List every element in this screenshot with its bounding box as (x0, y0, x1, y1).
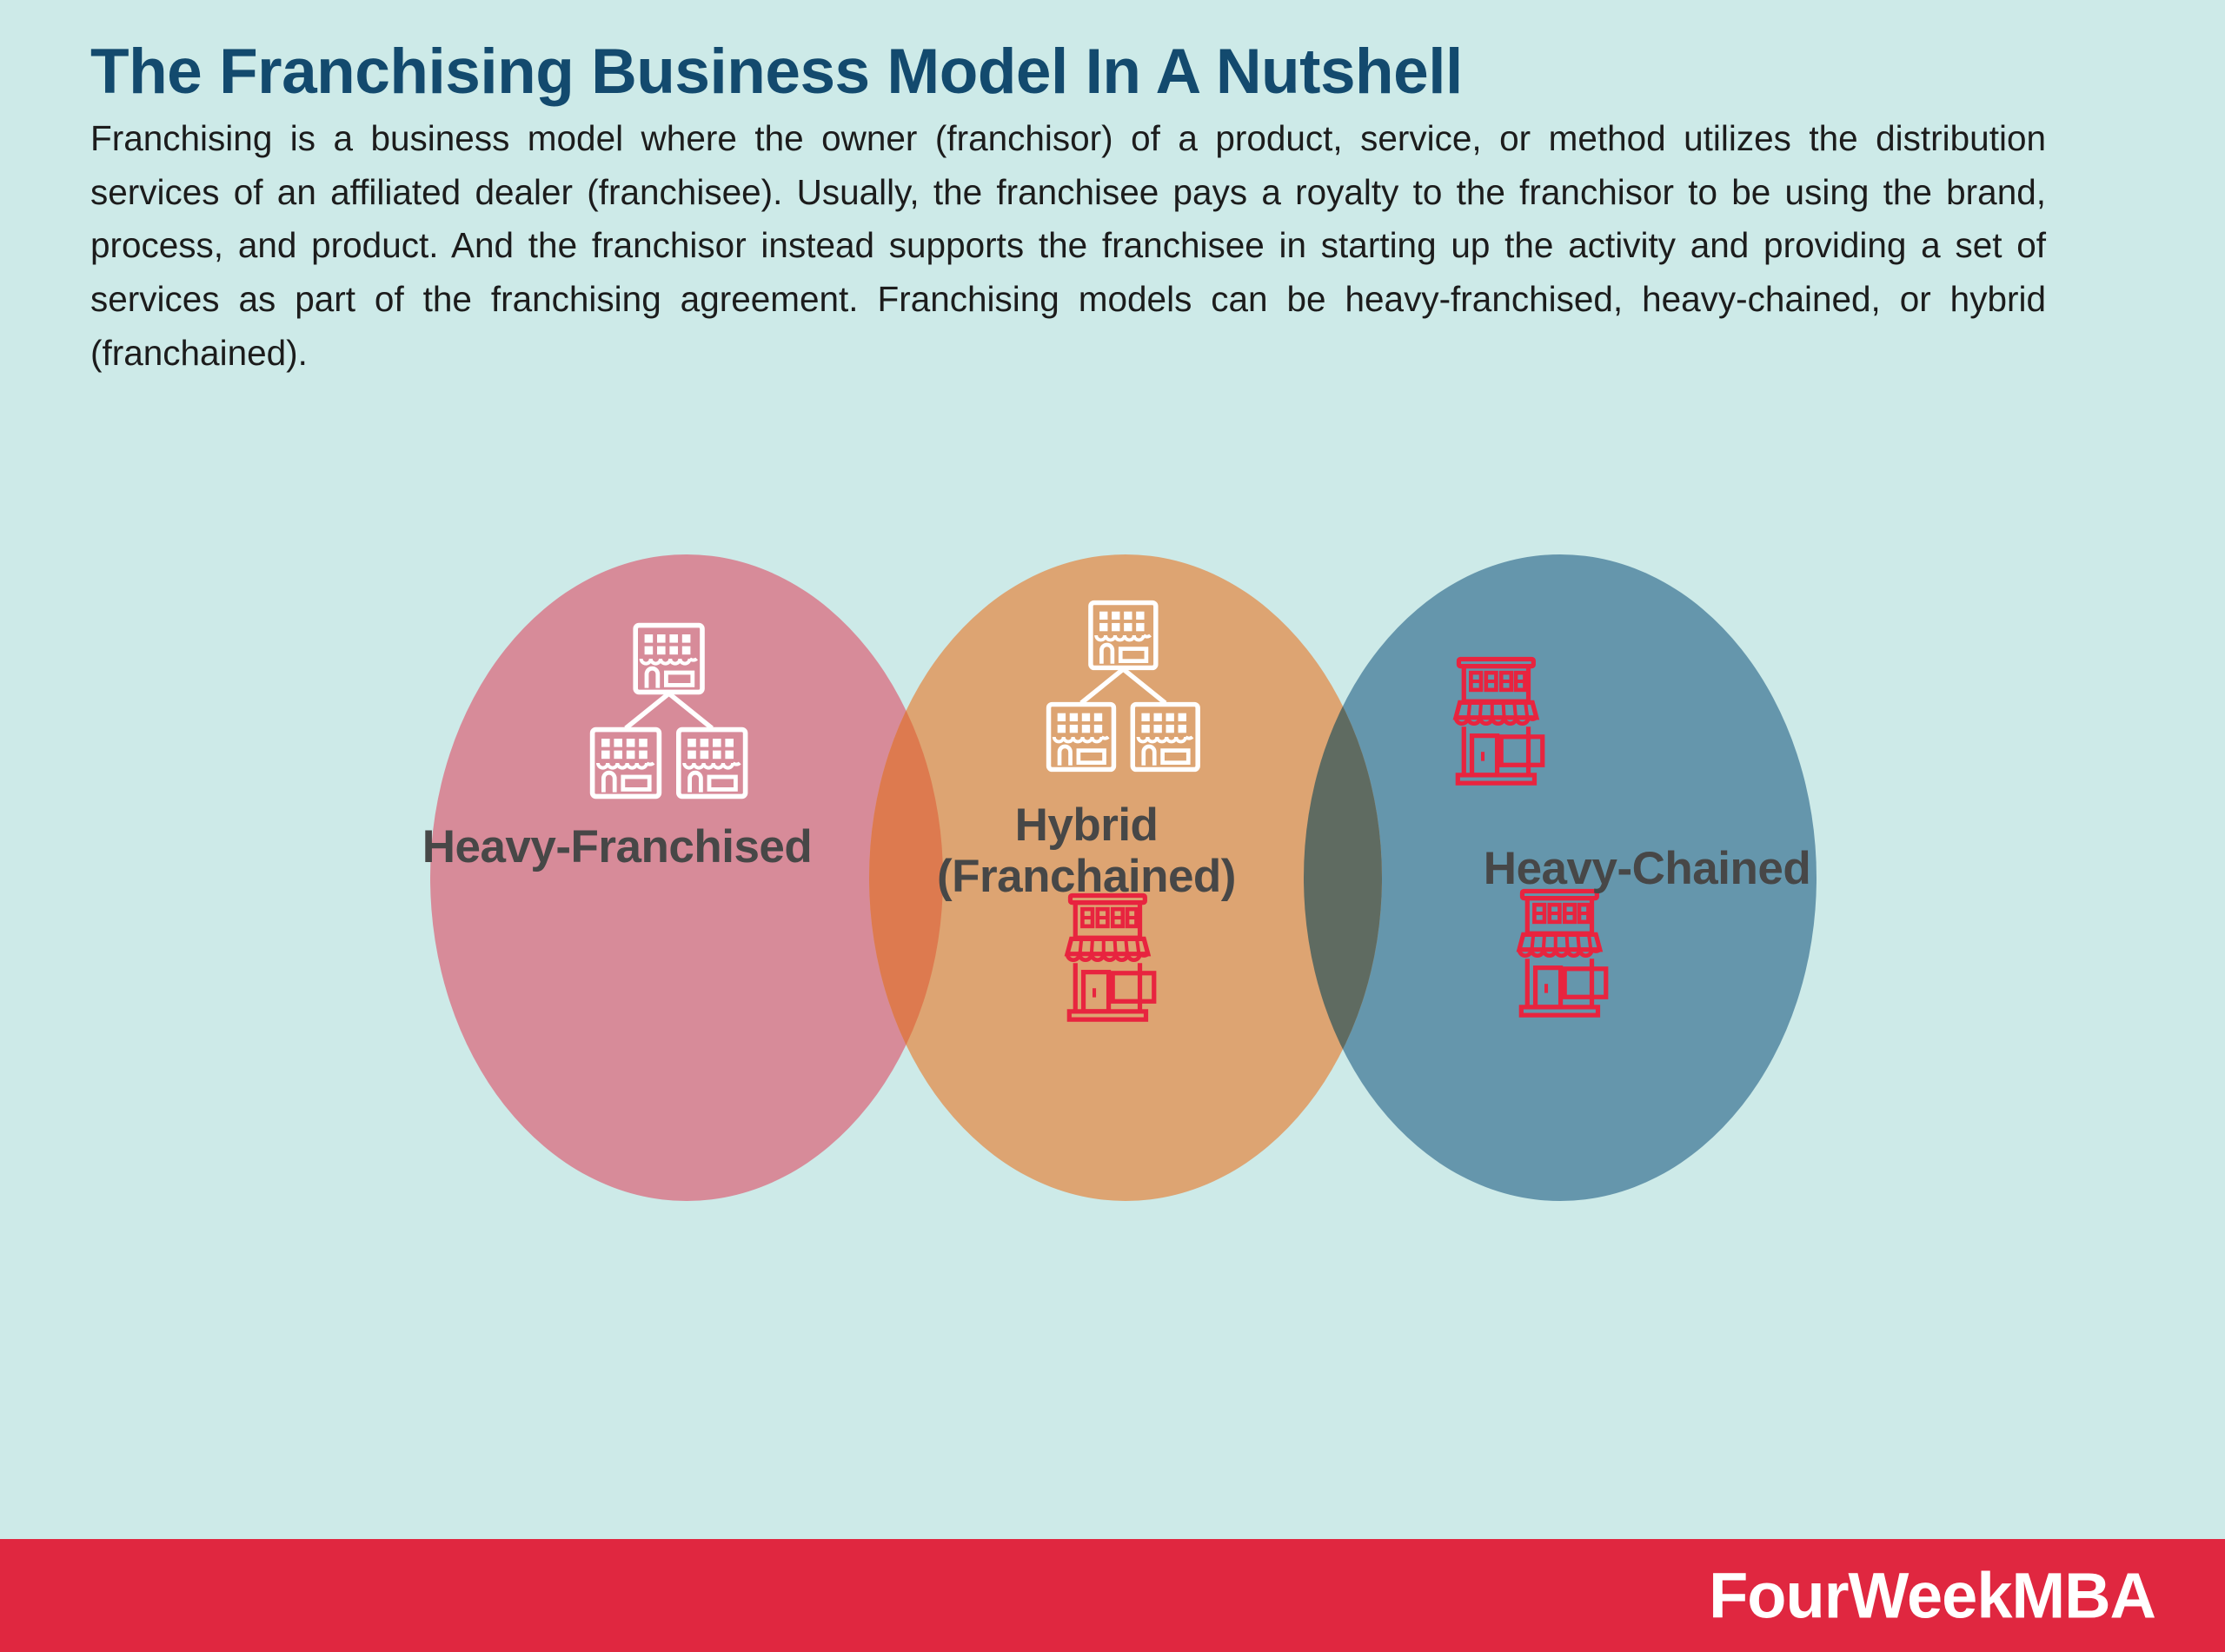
circle-hybrid-franchained (869, 554, 1382, 1201)
footer-bar: FourWeekMBA (0, 1539, 2225, 1652)
circle-heavy-franchised (430, 554, 943, 1201)
franchise-network-icon (593, 626, 746, 797)
page-title: The Franchising Business Model In A Nuts… (90, 36, 1463, 107)
circle-heavy-chained (1304, 554, 1817, 1201)
franchise-network-icon (1049, 603, 1199, 770)
venn-svg (430, 554, 1817, 1201)
intro-paragraph: Franchising is a business model where th… (90, 118, 2046, 373)
brand-logo: FourWeekMBA (1709, 1559, 2156, 1632)
venn-diagram: Heavy-Franchised Hybrid (Franchained) He… (0, 521, 2225, 1234)
header: The Franchising Business Model In A Nuts… (90, 38, 2046, 380)
